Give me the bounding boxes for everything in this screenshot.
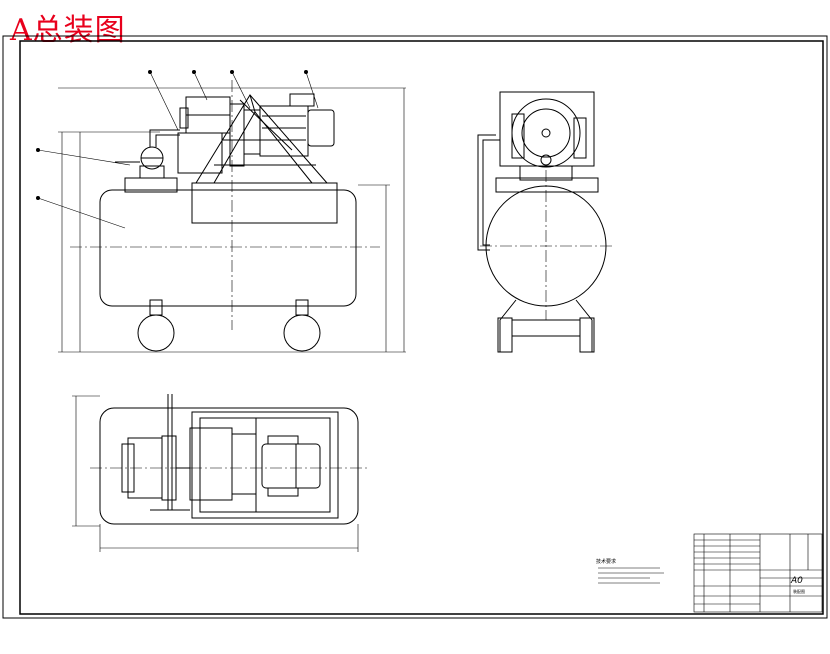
notes-heading: 技术要求 [596,558,616,565]
drawing-title: A总装图 [10,13,126,48]
scale-mark: A0 [790,576,803,586]
plan-motor [261,443,321,489]
title-block-label: 装配图 [793,588,805,594]
title-block [693,533,823,613]
technical-notes [598,567,664,584]
plan-view [72,394,370,552]
front-leg-left [149,299,163,316]
side-valve [540,154,552,166]
inner-frame [19,40,824,615]
plan-frame [191,411,339,519]
front-leg-right [295,299,309,316]
wheel-front-left [137,314,175,352]
wheel-front-right [283,314,321,352]
plan-tank-outline [99,407,359,525]
side-view [477,91,612,353]
tank-front [99,189,357,307]
front-view [36,70,406,353]
outer-border [2,35,828,619]
motor-base [191,182,338,224]
